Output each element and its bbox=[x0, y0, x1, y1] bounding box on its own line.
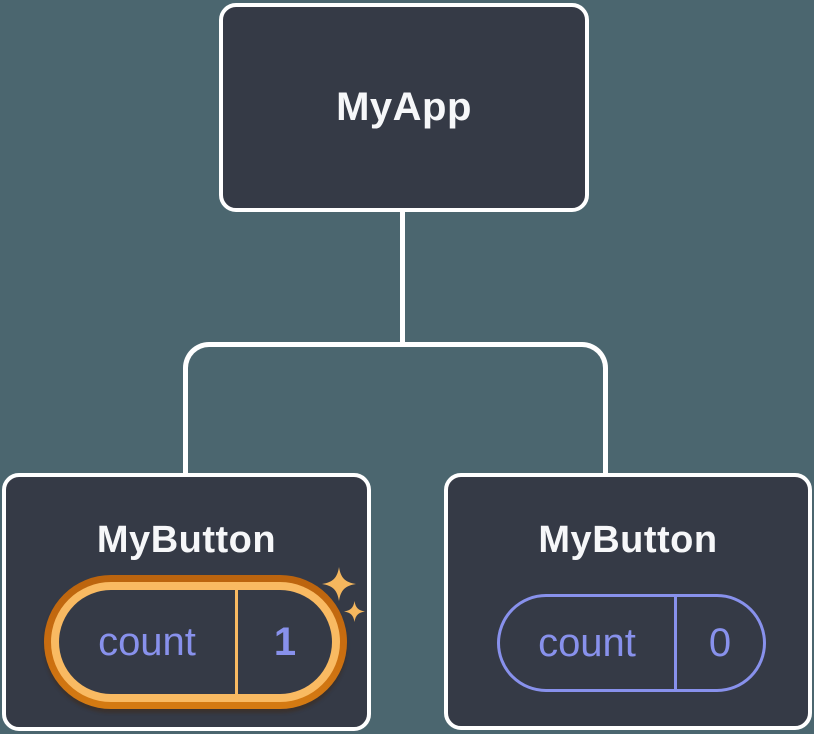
node-label: MyButton bbox=[538, 519, 718, 561]
state-pill-highlight-ring: count 1 bbox=[51, 582, 340, 702]
pill-divider bbox=[674, 597, 677, 689]
sparkle-small-icon bbox=[344, 601, 365, 622]
component-node-myapp: MyApp bbox=[219, 3, 589, 212]
sparkles-icon bbox=[322, 567, 365, 622]
state-value: 0 bbox=[708, 620, 732, 665]
node-label: MyButton bbox=[96, 519, 277, 561]
state-pill: count 0 bbox=[497, 594, 766, 692]
state-value-cell: 1 bbox=[238, 590, 332, 694]
node-label: MyApp bbox=[336, 85, 472, 129]
state-name-cell: count bbox=[59, 590, 235, 694]
state-pill-body: count 1 bbox=[59, 590, 332, 694]
state-name-cell: count bbox=[500, 597, 674, 689]
state-value: 1 bbox=[273, 619, 297, 664]
state-name-label: count bbox=[98, 619, 196, 664]
connector-root-to-children bbox=[400, 211, 405, 347]
component-node-mybutton-default: MyButton count 0 bbox=[444, 473, 812, 730]
state-name-label: count bbox=[538, 620, 636, 665]
component-node-mybutton-active: MyButton count 1 bbox=[2, 473, 371, 731]
state-value-cell: 0 bbox=[677, 597, 763, 689]
connector-branch-bracket bbox=[183, 342, 608, 473]
pill-divider bbox=[235, 590, 238, 694]
sparkle-large-icon bbox=[322, 567, 356, 601]
state-pill-highlighted: count 1 bbox=[44, 575, 347, 709]
